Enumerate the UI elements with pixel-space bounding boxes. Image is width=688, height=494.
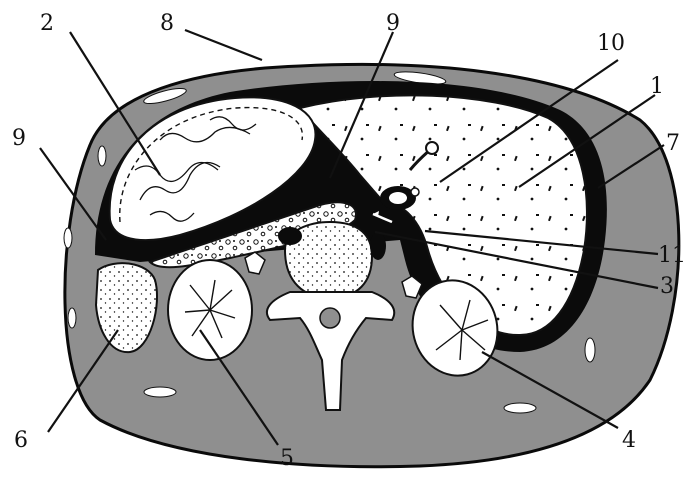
aorta	[278, 227, 302, 245]
label-10: 10	[597, 31, 625, 56]
label-2: 2	[40, 11, 54, 36]
label-6: 6	[14, 428, 28, 453]
label-5: 5	[280, 446, 294, 471]
label-3: 3	[660, 274, 674, 299]
label-8: 8	[160, 11, 174, 36]
label-11: 11	[658, 243, 686, 268]
label-1: 1	[650, 74, 664, 99]
label-7: 7	[666, 131, 680, 156]
ivc	[370, 232, 386, 260]
label-4: 4	[622, 428, 636, 453]
label-9-left: 9	[12, 126, 26, 151]
label-9-top: 9	[386, 11, 400, 36]
